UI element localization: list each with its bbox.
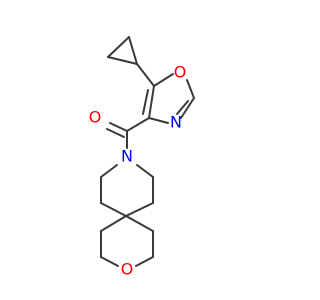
- molecule-canvas: O N O N O: [88, 36, 195, 279]
- oxazole-nitrogen-label: N: [170, 113, 182, 132]
- oxazole-oxygen-label: O: [174, 63, 187, 82]
- bond-spiro-right-lower: [125, 215, 154, 232]
- bond-n-c-right: [136, 164, 154, 178]
- bond-cyclopropyl-3: [107, 56, 138, 65]
- bond-o1-c2: [186, 79, 195, 99]
- bond-c4-carbonyl: [126, 117, 150, 132]
- bond-right-to-spiro: [125, 202, 154, 217]
- molecular-structure-diagram: O N O N O: [89, 36, 195, 279]
- bond-cyclopropyl-oxazole: [136, 63, 155, 87]
- bond-carbonyl-o: [109, 122, 128, 132]
- bond-c2-n3-double: [176, 100, 189, 115]
- carbonyl-oxygen-label: O: [89, 108, 102, 127]
- bond-c4-c5: [148, 85, 155, 119]
- bond-left-lower-o: [100, 256, 119, 267]
- ring-oxygen-label: O: [121, 260, 134, 279]
- bond-left-to-spiro: [100, 202, 127, 217]
- bond-right-lower-o: [135, 256, 154, 267]
- bond-n3-c4: [148, 117, 169, 124]
- bond-spiro-left-lower: [100, 215, 127, 232]
- bond-n-c-left: [100, 164, 118, 178]
- bond-c2-n3: [180, 97, 195, 119]
- bond-c4-c5-double: [142, 89, 149, 115]
- bond-c5-o1: [153, 73, 174, 87]
- bond-carbonyl-o-double: [106, 128, 125, 138]
- amide-nitrogen-label: N: [121, 147, 133, 166]
- bond-cyclopropyl-2: [128, 36, 138, 65]
- bond-cyclopropyl-1: [107, 36, 130, 58]
